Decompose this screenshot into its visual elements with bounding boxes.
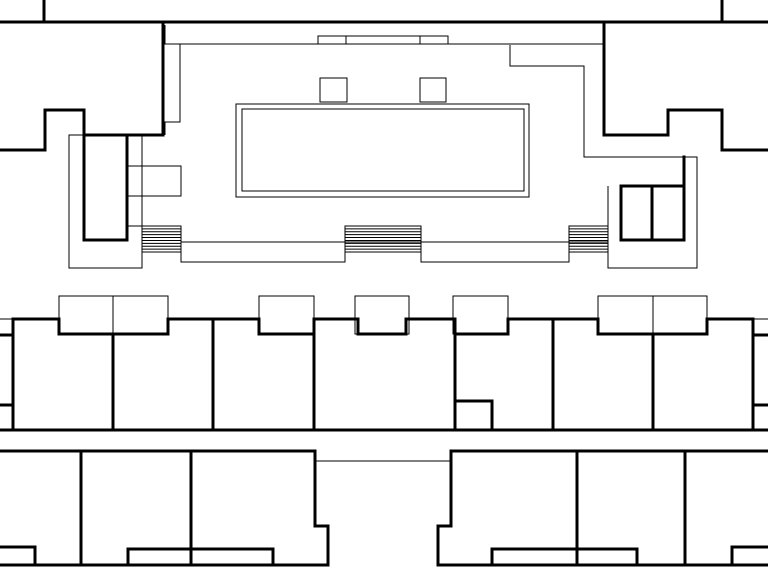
top-building-wall (42, 0, 724, 24)
bottom-row (0, 449, 768, 567)
balcony (354, 295, 410, 335)
middle-row-wall (0, 317, 768, 337)
stairs-right (568, 225, 609, 253)
left-wing-stair-block (82, 133, 129, 242)
bottom-right-wall (575, 547, 639, 567)
pool-inner (241, 108, 525, 192)
right-wing-terrace (509, 45, 698, 269)
bottom-left-wall (0, 545, 37, 567)
top-building-wall (720, 0, 768, 24)
left-wing-ledge (126, 165, 182, 197)
bottom-right-wall (436, 449, 768, 567)
pool-outer (235, 103, 530, 198)
bottom-left-wall (0, 449, 330, 567)
courtyard (142, 25, 608, 263)
courtyard-edge (164, 25, 604, 45)
planter-box (319, 77, 348, 103)
planter-box (419, 77, 447, 103)
left-wing-ledge (126, 195, 143, 227)
left-wing-wall (0, 20, 165, 152)
balcony (452, 295, 509, 335)
bottom-left-wall (126, 547, 193, 567)
middle-row (0, 295, 768, 432)
stair-frame (141, 225, 182, 253)
vent-small (317, 35, 347, 45)
bottom-right-wall (730, 545, 768, 567)
small-room (453, 399, 494, 432)
stair-frame (344, 225, 422, 253)
courtyard-edge (164, 44, 181, 135)
courtyard-edge (142, 166, 182, 197)
vent-small (419, 35, 449, 45)
stair-frame (568, 225, 609, 253)
left-wing (0, 20, 182, 269)
stairs-center (344, 225, 422, 253)
right-wing (509, 20, 768, 269)
top-building-wall (0, 0, 46, 24)
stairs-left (141, 225, 182, 253)
top-building-outline (0, 0, 768, 24)
right-wing-wall (602, 20, 768, 152)
balcony (258, 295, 315, 335)
left-wing-terrace (68, 134, 143, 269)
